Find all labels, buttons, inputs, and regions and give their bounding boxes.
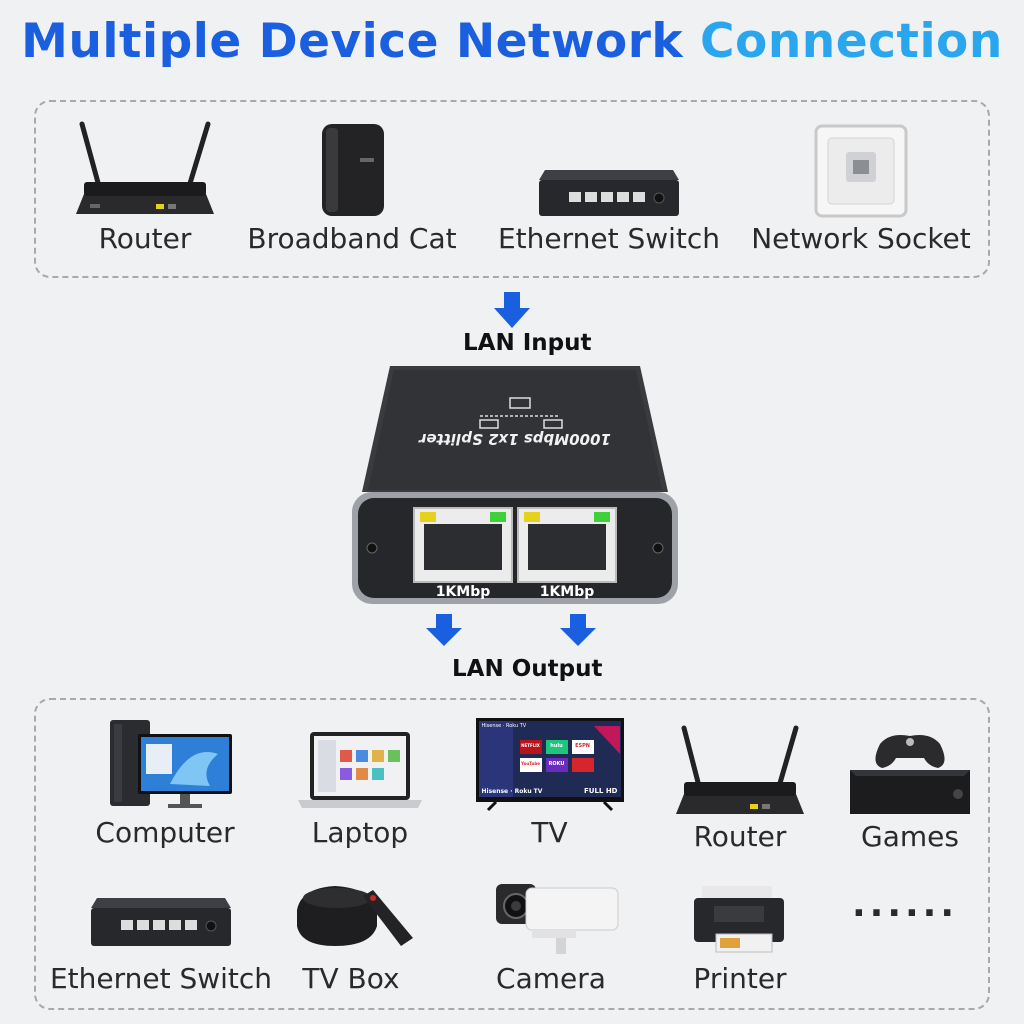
input-label-network-socket: Network Socket [751, 222, 971, 255]
output-label-tv: TV [531, 816, 568, 849]
printer-icon [694, 886, 784, 953]
lan-output-label: LAN Output [452, 656, 603, 682]
output-label-printer: Printer [693, 962, 787, 995]
laptop-icon [298, 732, 422, 808]
tv-app-roku: ROKU [548, 761, 565, 767]
output-tv: Hisense · Roku TV Hisense · Roku TV FULL… [462, 714, 637, 849]
title-part2: Connection [700, 14, 1003, 69]
output-router: Router [650, 714, 830, 853]
output-tv-box: TV Box [276, 876, 426, 995]
router-icon [676, 725, 804, 814]
port2-label: 1KMbp [539, 584, 595, 600]
lan-input-label: LAN Input [463, 330, 592, 356]
output-camera: Camera [466, 876, 636, 995]
tv-app-espn: ESPN [575, 743, 590, 749]
tv-app-youtube: YouTube [521, 761, 540, 766]
tv-app-netflix: NETFLIX [521, 743, 540, 748]
tv-brand: Hisense · Roku TV [481, 723, 527, 729]
router-icon [76, 121, 214, 214]
lan-output-arrow-left-icon [426, 614, 462, 646]
splitter-device: 1000Mbps 1x2 Splitter 1KMbp 1KMbp [350, 360, 680, 610]
output-more: ...... [830, 884, 980, 925]
port1-label: 1KMbp [435, 584, 491, 600]
output-ethernet-switch: Ethernet Switch [48, 876, 274, 995]
output-computer: Computer [70, 714, 260, 849]
output-label-router: Router [693, 820, 787, 853]
output-label-laptop: Laptop [311, 816, 409, 849]
input-ethernet-switch: Ethernet Switch [494, 118, 724, 255]
input-devices-panel [34, 100, 990, 278]
modem-icon [322, 124, 384, 216]
output-label-ethernet-switch: Ethernet Switch [49, 962, 273, 995]
tv-footer: Hisense · Roku TV [481, 788, 543, 795]
output-devices-panel [34, 698, 990, 1010]
input-label-router: Router [98, 222, 192, 255]
lan-output-arrow-right-icon [560, 614, 596, 646]
splitter-label: 1000Mbps 1x2 Splitter [419, 430, 611, 448]
output-label-computer: Computer [95, 816, 235, 849]
output-games: Games [830, 714, 990, 853]
input-label-broadband: Broadband Cat [247, 222, 457, 255]
output-label-tv-box: TV Box [302, 962, 400, 995]
tv-hd-badge: FULL HD [584, 787, 618, 795]
ethernet-switch-icon [91, 898, 231, 946]
tv-box-icon [297, 886, 413, 946]
title-part1: Multiple Device Network [21, 14, 684, 69]
game-console-icon [850, 735, 970, 814]
output-label-camera: Camera [496, 962, 606, 995]
tv-app-hulu: hulu [550, 743, 563, 749]
page-title: Multiple Device Network Connection [0, 14, 1024, 69]
computer-icon [110, 720, 232, 808]
output-printer: Printer [660, 876, 820, 995]
output-label-more: ...... [851, 884, 959, 925]
output-laptop: Laptop [270, 714, 450, 849]
camera-icon [496, 884, 619, 954]
input-network-socket: Network Socket [746, 118, 976, 255]
output-label-games: Games [861, 820, 959, 853]
input-router: Router [60, 118, 230, 255]
input-broadband: Broadband Cat [232, 118, 472, 255]
lan-input-arrow-icon [494, 292, 530, 328]
tv-icon [475, 718, 624, 812]
ethernet-switch-icon [539, 170, 679, 216]
network-socket-icon [814, 124, 908, 218]
tv-screen: Hisense · Roku TV Hisense · Roku TV FULL… [472, 714, 628, 812]
input-label-ethernet-switch: Ethernet Switch [497, 222, 721, 255]
splitter-body-icon [352, 366, 678, 604]
